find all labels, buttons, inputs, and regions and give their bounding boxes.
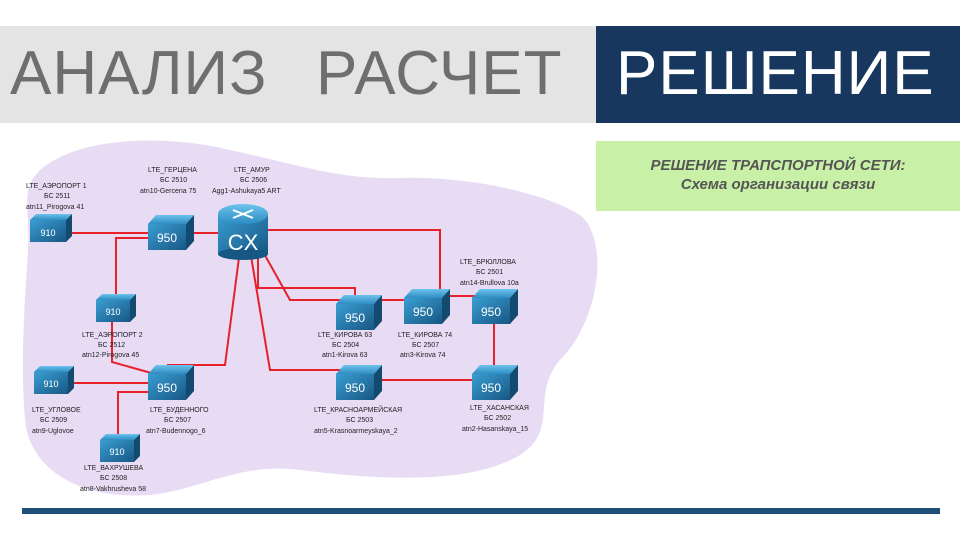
svg-text:atn1-Kirova 63: atn1-Kirova 63: [322, 352, 368, 359]
svg-text:БС 2512: БС 2512: [98, 342, 125, 349]
svg-text:atn7-Budennogo_6: atn7-Budennogo_6: [146, 428, 206, 435]
svg-text:Agg1-Ashukaya5 ART: Agg1-Ashukaya5 ART: [212, 188, 281, 195]
svg-text:LTE_ВАХРУШЕВА: LTE_ВАХРУШЕВА: [84, 465, 143, 472]
label-aeroport2: LTE_АЭРОПОРТ 2 БС 2512 atn12-Pirogova 45: [82, 332, 143, 359]
svg-text:LTE_КИРОВА 63: LTE_КИРОВА 63: [318, 332, 372, 339]
label-vakhrusheva: LTE_ВАХРУШЕВА БС 2508 atn8-Vakhrusheva 5…: [80, 465, 146, 493]
svg-text:LTE_КИРОВА 74: LTE_КИРОВА 74: [398, 332, 452, 339]
core-label: CX: [228, 230, 259, 255]
header-word-solution: РЕШЕНИЕ: [616, 39, 935, 108]
link-950-1-910-2: [115, 237, 160, 302]
svg-text:БС 2507: БС 2507: [412, 342, 439, 349]
header-word-calculation: РАСЧЕТ: [316, 39, 563, 108]
title-note-box: РЕШЕНИЕ ТРАПСПОРТНОЙ СЕТИ: Схема организ…: [596, 141, 960, 211]
svg-text:LTE_АМУР: LTE_АМУР: [234, 167, 270, 174]
svg-text:LTE_АЭРОПОРТ 1: LTE_АЭРОПОРТ 1: [26, 183, 87, 190]
svg-text:atn10-Gercena 75: atn10-Gercena 75: [140, 188, 197, 195]
node-910-vakhrusheva[interactable]: 910: [100, 434, 140, 462]
node-label: 910: [40, 228, 55, 238]
svg-text:БС 2502: БС 2502: [484, 415, 511, 422]
node-label: 950: [481, 305, 501, 319]
note-subtitle: Схема организации связи: [680, 176, 876, 193]
node-label: 950: [157, 231, 177, 245]
svg-text:LTE_ГЕРЦЕНА: LTE_ГЕРЦЕНА: [148, 167, 197, 174]
note-title: РЕШЕНИЕ ТРАПСПОРТНОЙ СЕТИ:: [650, 157, 906, 174]
label-hasanskaya: LTE_ХАСАНСКАЯ БС 2502 atn2-Hasanskaya_15: [462, 405, 529, 433]
svg-text:atn9-Uglovoe: atn9-Uglovoe: [32, 428, 74, 435]
footer-bar: [22, 508, 940, 514]
svg-text:atn8-Vakhrusheva 58: atn8-Vakhrusheva 58: [80, 486, 146, 493]
svg-text:LTE_БУДЕННОГО: LTE_БУДЕННОГО: [150, 407, 209, 414]
node-label: 910: [109, 447, 124, 457]
node-950-hasanskaya[interactable]: 950: [472, 365, 518, 400]
svg-text:atn14-Brullova 10a: atn14-Brullova 10a: [460, 280, 519, 287]
node-label: 950: [345, 311, 365, 325]
link-cx-950-bryullova: [265, 229, 490, 297]
svg-text:БС 2511: БС 2511: [44, 193, 71, 200]
svg-text:LTE_ХАСАНСКАЯ: LTE_ХАСАНСКАЯ: [470, 405, 529, 412]
core-router-cx[interactable]: CX: [218, 204, 268, 260]
node-label: 950: [481, 381, 501, 395]
node-label: 950: [157, 381, 177, 395]
svg-text:LTE_КРАСНОАРМЕЙСКАЯ: LTE_КРАСНОАРМЕЙСКАЯ: [314, 405, 402, 414]
node-950-gercena[interactable]: 950: [148, 215, 194, 250]
node-label: 910: [105, 307, 120, 317]
node-label: 910: [43, 379, 58, 389]
label-amur: LTE_АМУР БС 2506 Agg1-Ashukaya5 ART: [212, 167, 281, 195]
node-950-kirova63[interactable]: 950: [336, 295, 382, 330]
header-word-analysis: АНАЛИЗ: [10, 39, 268, 108]
svg-text:LTE_УГЛОВОЕ: LTE_УГЛОВОЕ: [32, 407, 81, 414]
label-aeroport1: LTE_АЭРОПОРТ 1 БС 2511 atn11_Pirogova 41: [26, 183, 87, 211]
svg-text:БС 2509: БС 2509: [40, 417, 67, 424]
node-910-aeroport1[interactable]: 910: [30, 214, 72, 242]
label-krasnoarmeyskaya: LTE_КРАСНОАРМЕЙСКАЯ БС 2503 atn5-Krasnoa…: [314, 405, 402, 435]
svg-text:atn5-Krasnoarmeyskaya_2: atn5-Krasnoarmeyskaya_2: [314, 428, 398, 435]
svg-text:БС 2501: БС 2501: [476, 269, 503, 276]
svg-text:LTE_БРЮЛЛОВА: LTE_БРЮЛЛОВА: [460, 259, 516, 266]
header-left-band: [0, 26, 596, 123]
node-910-aeroport2[interactable]: 910: [96, 294, 136, 322]
link-910-2-950-bud: [111, 318, 163, 377]
svg-text:atn12-Pirogova 45: atn12-Pirogova 45: [82, 352, 139, 359]
label-budennogo: LTE_БУДЕННОГО БС 2507 atn7-Budennogo_6: [146, 407, 209, 435]
svg-text:БС 2510: БС 2510: [160, 177, 187, 184]
svg-text:БС 2504: БС 2504: [332, 342, 359, 349]
node-label: 950: [345, 381, 365, 395]
link-950-bud-910-4: [117, 391, 162, 445]
header-right-band: [596, 26, 960, 123]
router-cross-icon: [232, 209, 254, 219]
svg-text:БС 2503: БС 2503: [346, 417, 373, 424]
svg-text:БС 2507: БС 2507: [164, 417, 191, 424]
label-kirova74: LTE_КИРОВА 74 БС 2507 atn3-Kirova 74: [398, 332, 452, 359]
svg-text:БС 2508: БС 2508: [100, 475, 127, 482]
svg-text:atn11_Pirogova 41: atn11_Pirogova 41: [26, 204, 84, 211]
node-910-uglovoe[interactable]: 910: [34, 366, 74, 394]
node-950-bryullova[interactable]: 950: [472, 289, 518, 324]
svg-text:LTE_АЭРОПОРТ 2: LTE_АЭРОПОРТ 2: [82, 332, 143, 339]
node-950-kirova74[interactable]: 950: [404, 289, 450, 324]
label-uglovoe: LTE_УГЛОВОЕ БС 2509 atn9-Uglovoe: [32, 407, 81, 435]
label-kirova63: LTE_КИРОВА 63 БС 2504 atn1-Kirova 63: [318, 332, 372, 359]
label-bryullova: LTE_БРЮЛЛОВА БС 2501 atn14-Brullova 10a: [460, 259, 519, 287]
svg-text:atn3-Kirova 74: atn3-Kirova 74: [400, 352, 446, 359]
svg-text:atn2-Hasanskaya_15: atn2-Hasanskaya_15: [462, 426, 528, 433]
label-gercena: LTE_ГЕРЦЕНА БС 2510 atn10-Gercena 75: [140, 167, 197, 195]
node-950-budennogo[interactable]: 950: [148, 365, 194, 400]
node-label: 950: [413, 305, 433, 319]
svg-text:БС 2506: БС 2506: [240, 177, 267, 184]
node-950-krasnoarmeyskaya[interactable]: 950: [336, 365, 382, 400]
